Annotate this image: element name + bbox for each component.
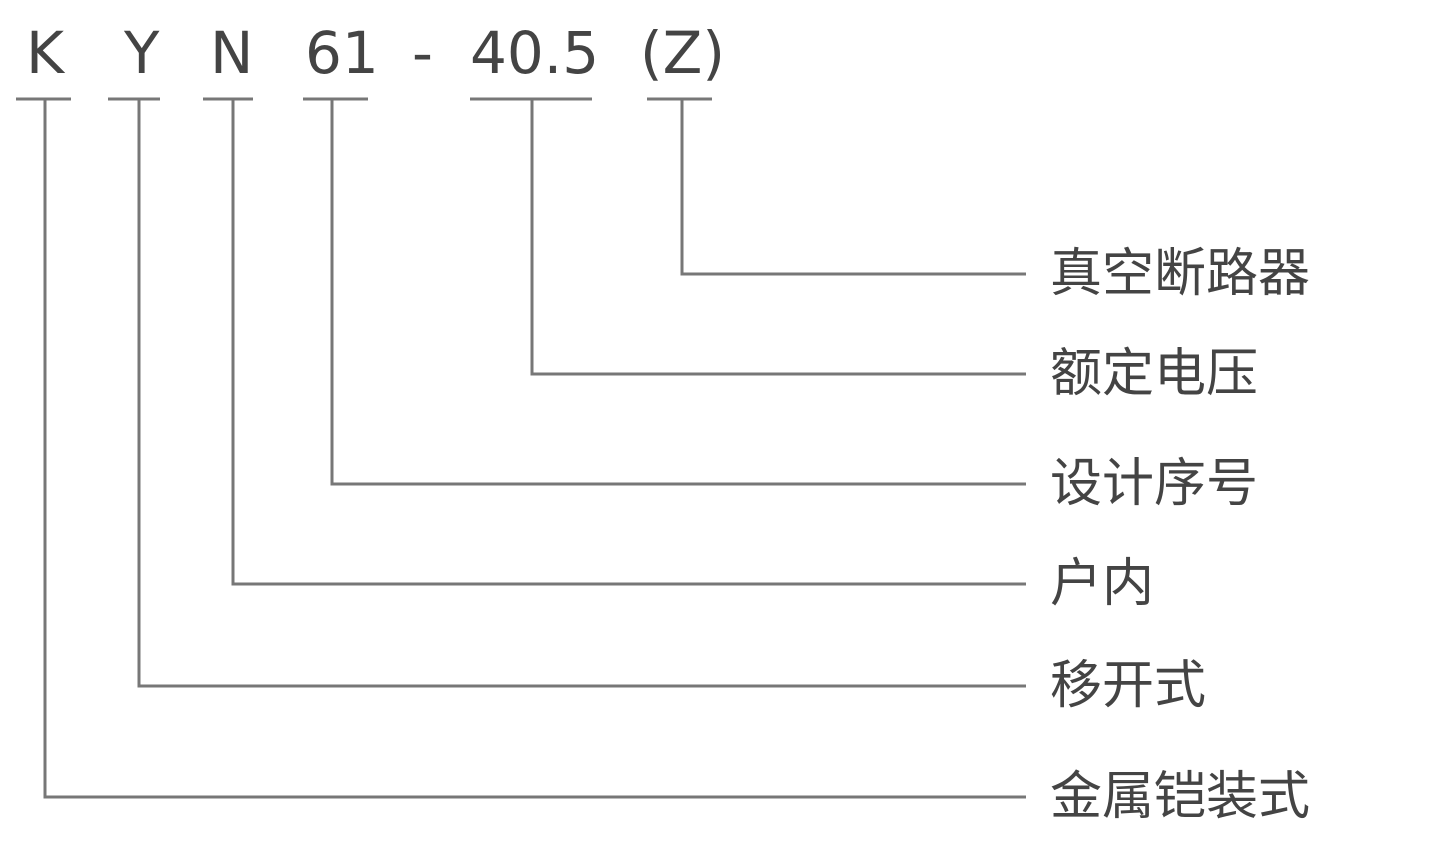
leader-z xyxy=(680,99,1026,276)
label-indoor: 户内 xyxy=(1050,554,1155,614)
code-part-y: Y xyxy=(124,19,160,87)
leader-n xyxy=(231,99,1026,586)
code-part-61: 61 xyxy=(305,19,379,87)
code-part-dash: - xyxy=(412,19,433,87)
leader-40-5 xyxy=(530,99,1026,376)
label-withdrawable: 移开式 xyxy=(1050,656,1207,716)
label-rated-voltage: 额定电压 xyxy=(1050,344,1259,404)
leader-61 xyxy=(330,99,1026,486)
code-part-z: (Z) xyxy=(640,19,725,87)
label-design-number: 设计序号 xyxy=(1050,454,1259,514)
label-vacuum-breaker: 真空断路器 xyxy=(1050,244,1311,304)
code-part-40-5: 40.5 xyxy=(470,19,600,87)
code-part-k: K xyxy=(26,19,65,87)
label-metal-clad: 金属铠装式 xyxy=(1050,767,1311,827)
code-part-n: N xyxy=(210,19,254,87)
leader-y xyxy=(137,99,1026,688)
leader-k xyxy=(43,99,1026,799)
